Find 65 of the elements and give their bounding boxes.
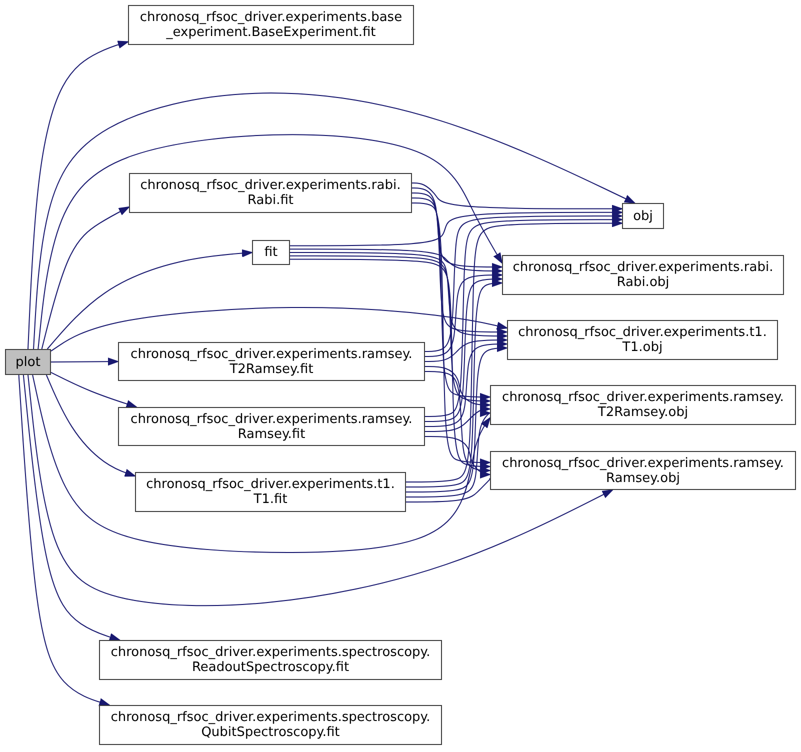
call-arrow <box>412 192 508 336</box>
function-name: chronosq_rfsoc_driver.experiments.ramsey. Ramsey.obj <box>501 456 785 486</box>
function-box <box>99 705 442 745</box>
call-arrow <box>38 134 502 350</box>
function-name: fit <box>264 245 278 260</box>
call-arrow <box>424 216 622 417</box>
call-arrow <box>22 374 120 641</box>
call-arrow <box>33 92 636 350</box>
call-arrow <box>406 279 502 488</box>
call-arrow <box>424 212 622 352</box>
call-arrow <box>412 202 490 466</box>
call-arrow <box>424 371 490 474</box>
function-name: chronosq_rfsoc_driver.experiments.rabi. Rabi.obj <box>512 260 774 290</box>
call-arrow <box>424 275 502 422</box>
call-arrow <box>424 405 490 432</box>
call-arrow <box>412 188 502 271</box>
function-name: chronosq_rfsoc_driver.experiments.base _experiment.BaseExperiment.fit <box>138 10 404 40</box>
function-box <box>118 407 425 446</box>
call-arrow <box>424 340 508 427</box>
function-name: chronosq_rfsoc_driver.experiments.rabi. Rabi.fit <box>139 178 402 208</box>
function-box <box>502 255 784 295</box>
call-arrow <box>46 249 252 350</box>
call-arrow <box>28 40 128 350</box>
function-box <box>118 342 425 381</box>
call-arrow <box>50 306 508 352</box>
function-name: chronosq_rfsoc_driver.experiments.spectroscopy. QubitSpectroscopy.fit <box>110 710 432 740</box>
function-box <box>129 173 412 213</box>
function-name: chronosq_rfsoc_driver.experiments.ramsey. T2Ramsey.fit <box>130 346 414 376</box>
call-arrow <box>290 252 508 340</box>
call-arrow <box>50 372 137 408</box>
function-box <box>622 203 664 229</box>
call-arrow <box>290 258 490 470</box>
call-arrow <box>50 358 118 366</box>
function-box <box>128 5 414 45</box>
call-arrow <box>46 374 136 477</box>
call-arrow <box>406 409 490 498</box>
call-arrow <box>424 436 490 478</box>
call-arrow <box>424 336 508 362</box>
call-arrow <box>41 206 130 350</box>
function-box <box>5 349 51 375</box>
call-arrow <box>290 248 502 275</box>
function-name: chronosq_rfsoc_driver.experiments.ramsey. T2Ramsey.obj <box>501 390 785 420</box>
call-arrow <box>424 366 490 409</box>
function-box <box>490 385 796 425</box>
call-arrow <box>290 255 490 405</box>
function-name: chronosq_rfsoc_driver.experiments.spectroscopy. ReadoutSpectroscopy.fit <box>110 645 432 675</box>
call-arrow <box>412 198 490 401</box>
function-name: chronosq_rfsoc_driver.experiments.t1. T1.fit <box>145 477 396 507</box>
call-arrow <box>28 374 613 606</box>
call-arrow <box>406 344 508 492</box>
call-arrow <box>32 374 490 553</box>
function-name: chronosq_rfsoc_driver.experiments.t1. T1.obj <box>517 325 768 355</box>
function-box <box>507 320 778 360</box>
function-box <box>490 451 796 490</box>
call-arrow <box>18 374 110 706</box>
function-name: chronosq_rfsoc_driver.experiments.ramsey. Ramsey.fit <box>130 412 414 442</box>
function-box <box>99 640 442 680</box>
function-box <box>252 240 290 265</box>
call-arrow <box>424 271 502 357</box>
function-name: obj <box>633 208 653 224</box>
call-arrow <box>406 219 622 482</box>
function-name: plot <box>16 354 40 370</box>
call-arrow <box>290 208 622 246</box>
function-box <box>135 472 406 512</box>
call-arrow <box>412 182 622 213</box>
